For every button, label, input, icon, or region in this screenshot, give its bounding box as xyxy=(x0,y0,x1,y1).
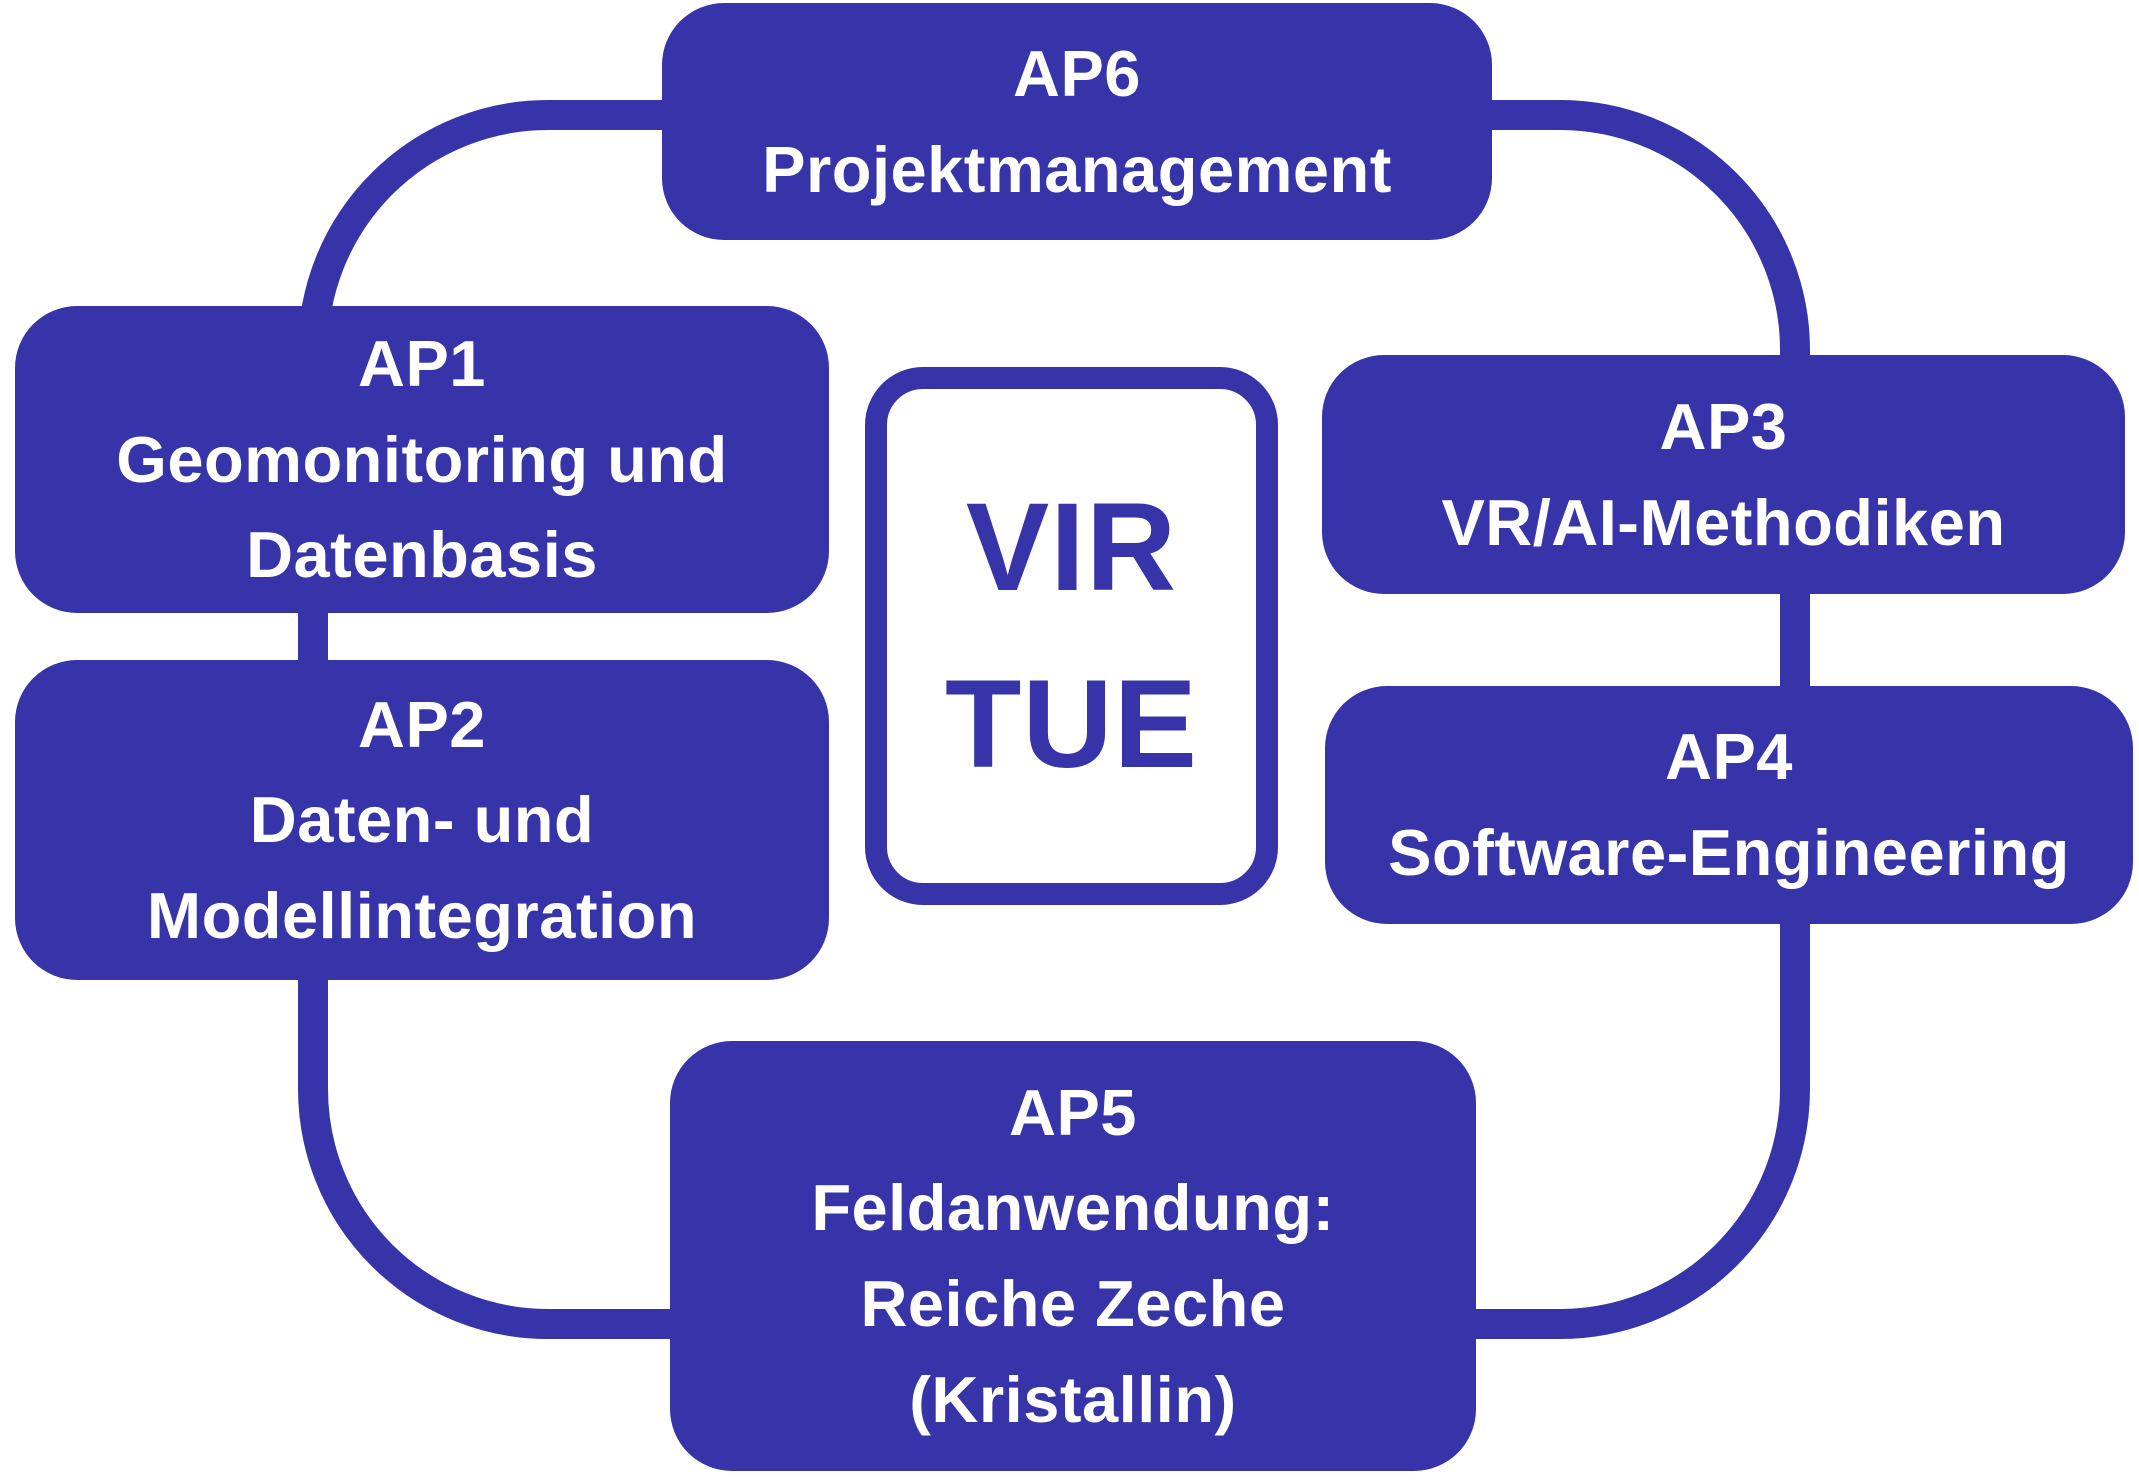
ap6-code: AP6 xyxy=(1013,36,1141,110)
node-ap6-projektmanagement: AP6 Projektmanagement xyxy=(662,3,1492,240)
ap5-code: AP5 xyxy=(1009,1075,1137,1149)
node-ap4-software-engineering: AP4 Software-Engineering xyxy=(1325,686,2133,924)
node-ap2-modellintegration: AP2 Daten- und Modellintegration xyxy=(15,660,829,980)
ap5-label-line1: Feldanwendung: xyxy=(811,1171,1335,1245)
ap2-label-line1: Daten- und xyxy=(249,783,595,857)
ap3-label: VR/AI-Methodiken xyxy=(1441,485,2006,559)
virtue-center-badge: VIR TUE xyxy=(865,367,1278,905)
virtue-acronym-line1: VIR xyxy=(965,477,1178,617)
ap4-label: Software-Engineering xyxy=(1388,816,2070,889)
node-ap5-feldanwendung: AP5 Feldanwendung: Reiche Zeche (Kristal… xyxy=(670,1041,1476,1471)
ap2-code: AP2 xyxy=(358,687,486,761)
ap2-label-line2: Modellintegration xyxy=(146,878,698,952)
ap5-label-line2: Reiche Zeche xyxy=(860,1267,1286,1340)
ap1-code: AP1 xyxy=(358,327,486,401)
ap1-label-line1: Geomonitoring und xyxy=(116,422,728,496)
ap6-label: Projektmanagement xyxy=(762,132,1392,206)
ap1-label-line2: Datenbasis xyxy=(246,518,598,592)
node-ap3-vr-ai-methodiken: AP3 VR/AI-Methodiken xyxy=(1322,355,2125,594)
ap5-label-line3: (Kristallin) xyxy=(909,1362,1237,1436)
virtue-acronym-line2: TUE xyxy=(945,655,1198,794)
node-ap1-geomonitoring: AP1 Geomonitoring und Datenbasis xyxy=(15,306,829,613)
ap3-code: AP3 xyxy=(1659,389,1788,463)
ap4-code: AP4 xyxy=(1665,720,1793,794)
